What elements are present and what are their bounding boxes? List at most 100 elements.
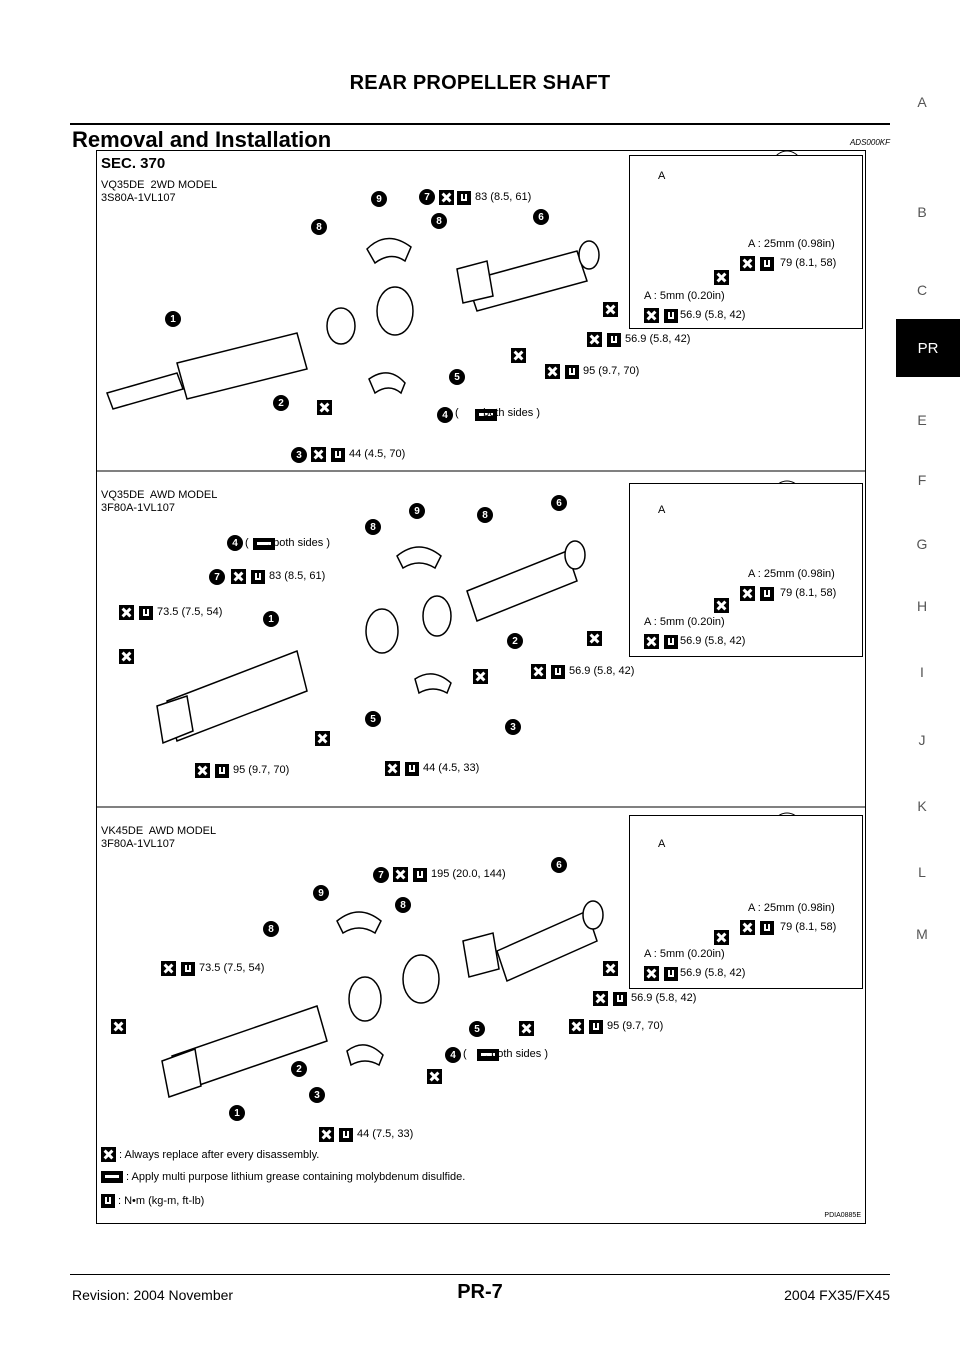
torque-label-nut: 95 (9.7, 70) xyxy=(607,1020,664,1032)
grease-both-sides-label: ( : both sides ) xyxy=(245,537,330,549)
inset-torque-79: 79 (8.1, 58) xyxy=(780,257,837,269)
callout-1: 1 xyxy=(263,611,279,627)
replace-icon xyxy=(231,569,246,584)
inset-torque-569: 56.9 (5.8, 42) xyxy=(680,309,746,321)
callout-8: 8 xyxy=(263,921,279,937)
torque-icon xyxy=(760,587,774,601)
panel3-bracket xyxy=(336,911,382,935)
replace-icon xyxy=(473,669,488,684)
index-a[interactable]: A xyxy=(917,94,927,110)
callout-6: 6 xyxy=(551,495,567,511)
torque-label-7: 83 (8.5, 61) xyxy=(475,191,532,203)
footer-model: 2004 FX35/FX45 xyxy=(784,1287,890,1303)
index-j[interactable]: J xyxy=(918,732,926,748)
callout-3: 3 xyxy=(505,719,521,735)
callout-8: 8 xyxy=(395,897,411,913)
index-m[interactable]: M xyxy=(916,926,928,942)
callout-5: 5 xyxy=(469,1021,485,1037)
grease-icon xyxy=(101,1171,123,1183)
callout-8: 8 xyxy=(477,507,493,523)
grease-both-sides-label: ( : both sides ) xyxy=(455,407,540,419)
panel2-front-yoke xyxy=(156,695,194,745)
replace-icon xyxy=(740,920,755,935)
panel3-lower-bracket xyxy=(346,1044,384,1067)
callout-2: 2 xyxy=(273,395,289,411)
torque-icon xyxy=(339,1128,353,1142)
panel2-center-bearing xyxy=(422,595,452,637)
torque-icon xyxy=(139,606,153,620)
inset-dim-25mm: A : 25mm (0.98in) xyxy=(748,568,835,580)
grease-icon xyxy=(475,409,497,421)
replace-icon xyxy=(511,348,526,363)
torque-icon xyxy=(101,1194,115,1208)
index-c[interactable]: C xyxy=(916,282,928,298)
legend-grease: : Apply multi purpose lithium grease con… xyxy=(101,1171,465,1183)
callout-6: 6 xyxy=(533,209,549,225)
index-tab-pr-active[interactable]: PR xyxy=(896,319,960,377)
inset-dim-25mm: A : 25mm (0.98in) xyxy=(748,902,835,914)
index-l[interactable]: L xyxy=(918,864,926,880)
torque-label-3: 44 (7.5, 33) xyxy=(357,1128,414,1140)
replace-icon xyxy=(593,991,608,1006)
torque-label-7: 83 (8.5, 61) xyxy=(269,570,326,582)
panel1-bracket xyxy=(366,237,412,265)
torque-label-3: 44 (4.5, 70) xyxy=(349,448,406,460)
torque-icon xyxy=(215,764,229,778)
torque-label-735: 73.5 (7.5, 54) xyxy=(199,962,265,974)
panel1-shaft-assembly xyxy=(106,237,600,410)
panel1-lower-bracket xyxy=(368,372,406,395)
callout-4: 4 xyxy=(445,1047,461,1063)
torque-label-3: 44 (4.5, 33) xyxy=(423,762,480,774)
callout-1: 1 xyxy=(165,311,181,327)
panel3-rear-tube xyxy=(496,909,598,983)
callout-5: 5 xyxy=(449,369,465,385)
replace-icon xyxy=(603,302,618,317)
replace-icon xyxy=(545,364,560,379)
panel2-lower-bracket xyxy=(414,673,452,695)
replace-icon xyxy=(119,649,134,664)
callout-9: 9 xyxy=(371,191,387,207)
figure-code: PDIA0885E xyxy=(824,1212,861,1219)
index-e[interactable]: E xyxy=(917,412,927,428)
footer-rule xyxy=(70,1274,890,1275)
panel1-rear-yoke xyxy=(456,260,494,304)
replace-icon xyxy=(317,400,332,415)
replace-icon xyxy=(714,270,729,285)
index-g[interactable]: G xyxy=(916,536,928,552)
torque-label-yoke: 56.9 (5.8, 42) xyxy=(631,992,697,1004)
index-k[interactable]: K xyxy=(917,798,927,814)
panel2-shaft-assembly xyxy=(156,540,586,745)
callout-7: 7 xyxy=(209,569,225,585)
diagram-drawings xyxy=(97,151,865,1098)
torque-icon xyxy=(613,992,627,1006)
index-f[interactable]: F xyxy=(917,472,927,488)
replace-icon xyxy=(603,961,618,976)
panel2-flange xyxy=(365,608,399,654)
callout-4: 4 xyxy=(227,535,243,551)
replace-icon xyxy=(439,190,454,205)
index-b[interactable]: B xyxy=(917,204,927,220)
torque-icon xyxy=(251,570,265,584)
callout-6: 6 xyxy=(551,857,567,873)
replace-icon xyxy=(119,605,134,620)
torque-icon xyxy=(664,967,678,981)
inset-torque-79: 79 (8.1, 58) xyxy=(780,921,837,933)
header-rule xyxy=(70,123,890,125)
index-i[interactable]: I xyxy=(920,664,924,680)
panel3-rear-end xyxy=(582,900,604,930)
torque-icon xyxy=(181,962,195,976)
replace-icon xyxy=(714,598,729,613)
footer-page-number: PR-7 xyxy=(457,1281,503,1303)
panel2-inset: A A : 25mm (0.98in) 79 (8.1, 58) A : 5mm… xyxy=(629,483,863,657)
torque-icon xyxy=(664,309,678,323)
section-number-label: SEC. 370 xyxy=(101,155,166,172)
inset-dim-5mm: A : 5mm (0.20in) xyxy=(644,616,725,628)
callout-7: 7 xyxy=(373,867,389,883)
replace-icon xyxy=(311,447,326,462)
torque-icon xyxy=(405,762,419,776)
torque-icon xyxy=(760,257,774,271)
replace-icon xyxy=(315,731,330,746)
replace-icon xyxy=(195,763,210,778)
index-h[interactable]: H xyxy=(916,598,928,614)
